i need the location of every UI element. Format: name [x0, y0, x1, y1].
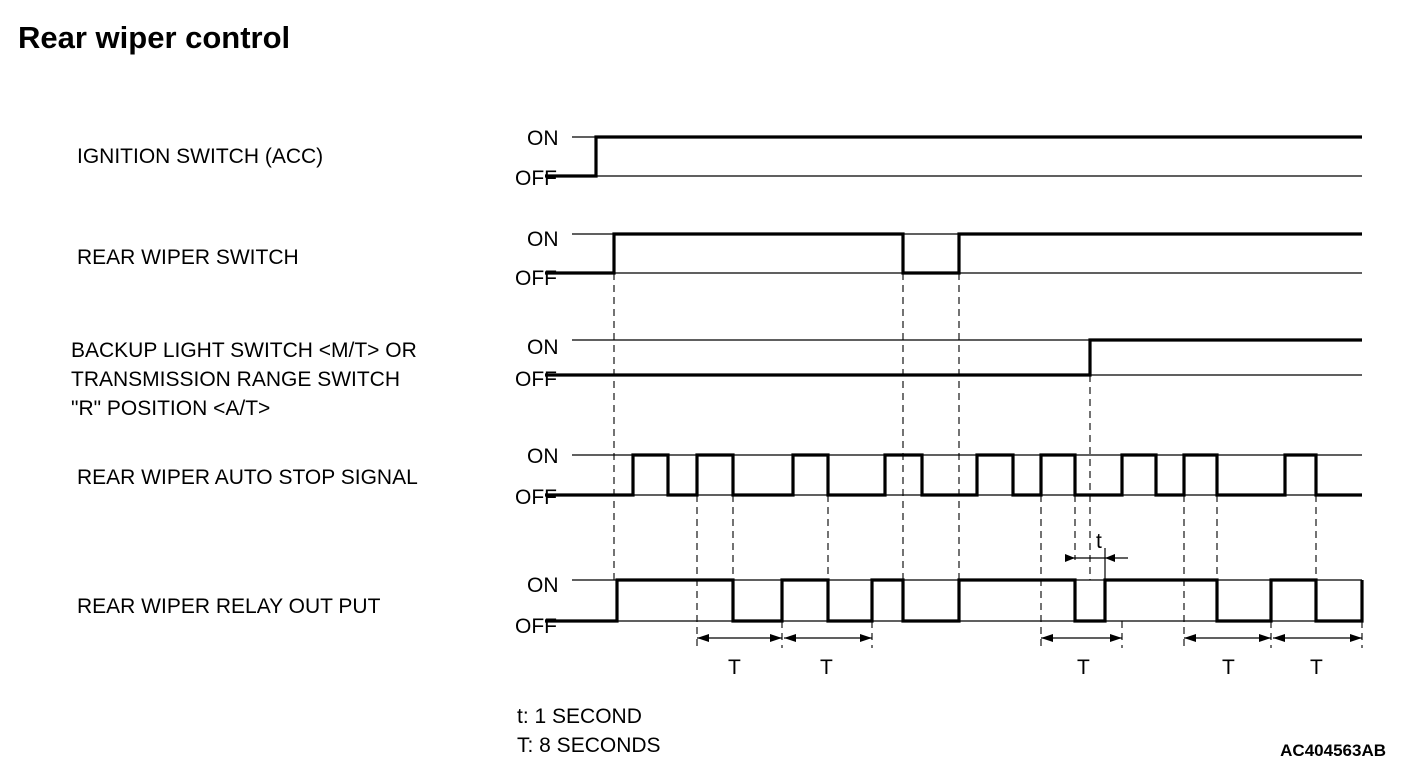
on-label-relay-output: ON: [527, 574, 559, 597]
signal-label-backup-light-line-1: BACKUP LIGHT SWITCH <M/T> OR: [71, 339, 417, 362]
legend-t: t: 1 SECOND: [517, 705, 642, 728]
arrow-head: [1105, 554, 1115, 562]
waveform-rear-wiper-switch: [545, 232, 1362, 275]
waveform-auto-stop-signal: [545, 453, 1362, 497]
interval-label-t: t: [1096, 530, 1102, 553]
diagram-title: Rear wiper control: [18, 20, 290, 55]
off-label-relay-output: OFF: [515, 615, 557, 638]
signal-label-ignition-switch: IGNITION SWITCH (ACC): [77, 145, 323, 168]
arrow-head: [1273, 634, 1285, 642]
interval-label-T: T: [1077, 656, 1090, 679]
arrow-head: [1041, 634, 1053, 642]
interval-label-T: T: [1222, 656, 1235, 679]
waveform-relay-output: [545, 578, 1364, 623]
reference-lines: [572, 136, 1362, 622]
arrow-head: [784, 634, 796, 642]
signal-label-relay-output: REAR WIPER RELAY OUT PUT: [77, 595, 381, 618]
on-label-wiper-switch: ON: [527, 228, 559, 251]
off-label-wiper-switch: OFF: [515, 267, 557, 290]
arrow-head: [1065, 554, 1075, 562]
interval-label-T: T: [820, 656, 833, 679]
on-label-backup-light: ON: [527, 336, 559, 359]
arrow-head: [770, 634, 782, 642]
interval-label-T: T: [1310, 656, 1323, 679]
waveform-ignition-switch: [545, 135, 1362, 178]
interval-dimensions: [697, 548, 1362, 642]
off-label-backup-light: OFF: [515, 368, 557, 391]
on-label-auto-stop: ON: [527, 445, 559, 468]
arrow-head: [1110, 634, 1122, 642]
off-label-auto-stop: OFF: [515, 486, 557, 509]
interval-label-T: T: [728, 656, 741, 679]
legend-T: T: 8 SECONDS: [517, 734, 661, 757]
signal-label-rear-wiper-switch: REAR WIPER SWITCH: [77, 246, 299, 269]
arrow-head: [1350, 634, 1362, 642]
arrow-head: [1259, 634, 1271, 642]
arrow-head: [697, 634, 709, 642]
signal-label-backup-light-line-3: "R" POSITION <A/T>: [71, 397, 270, 420]
signal-label-backup-light-line-2: TRANSMISSION RANGE SWITCH: [71, 368, 400, 391]
on-label-ignition: ON: [527, 127, 559, 150]
figure-code: AC404563AB: [1280, 741, 1386, 760]
arrow-head: [860, 634, 872, 642]
arrow-head: [1184, 634, 1196, 642]
signal-label-auto-stop-signal: REAR WIPER AUTO STOP SIGNAL: [77, 466, 418, 489]
alignment-dashes: [613, 273, 1363, 648]
off-label-ignition: OFF: [515, 167, 557, 190]
waveform-backup-light-switch: [545, 338, 1362, 377]
